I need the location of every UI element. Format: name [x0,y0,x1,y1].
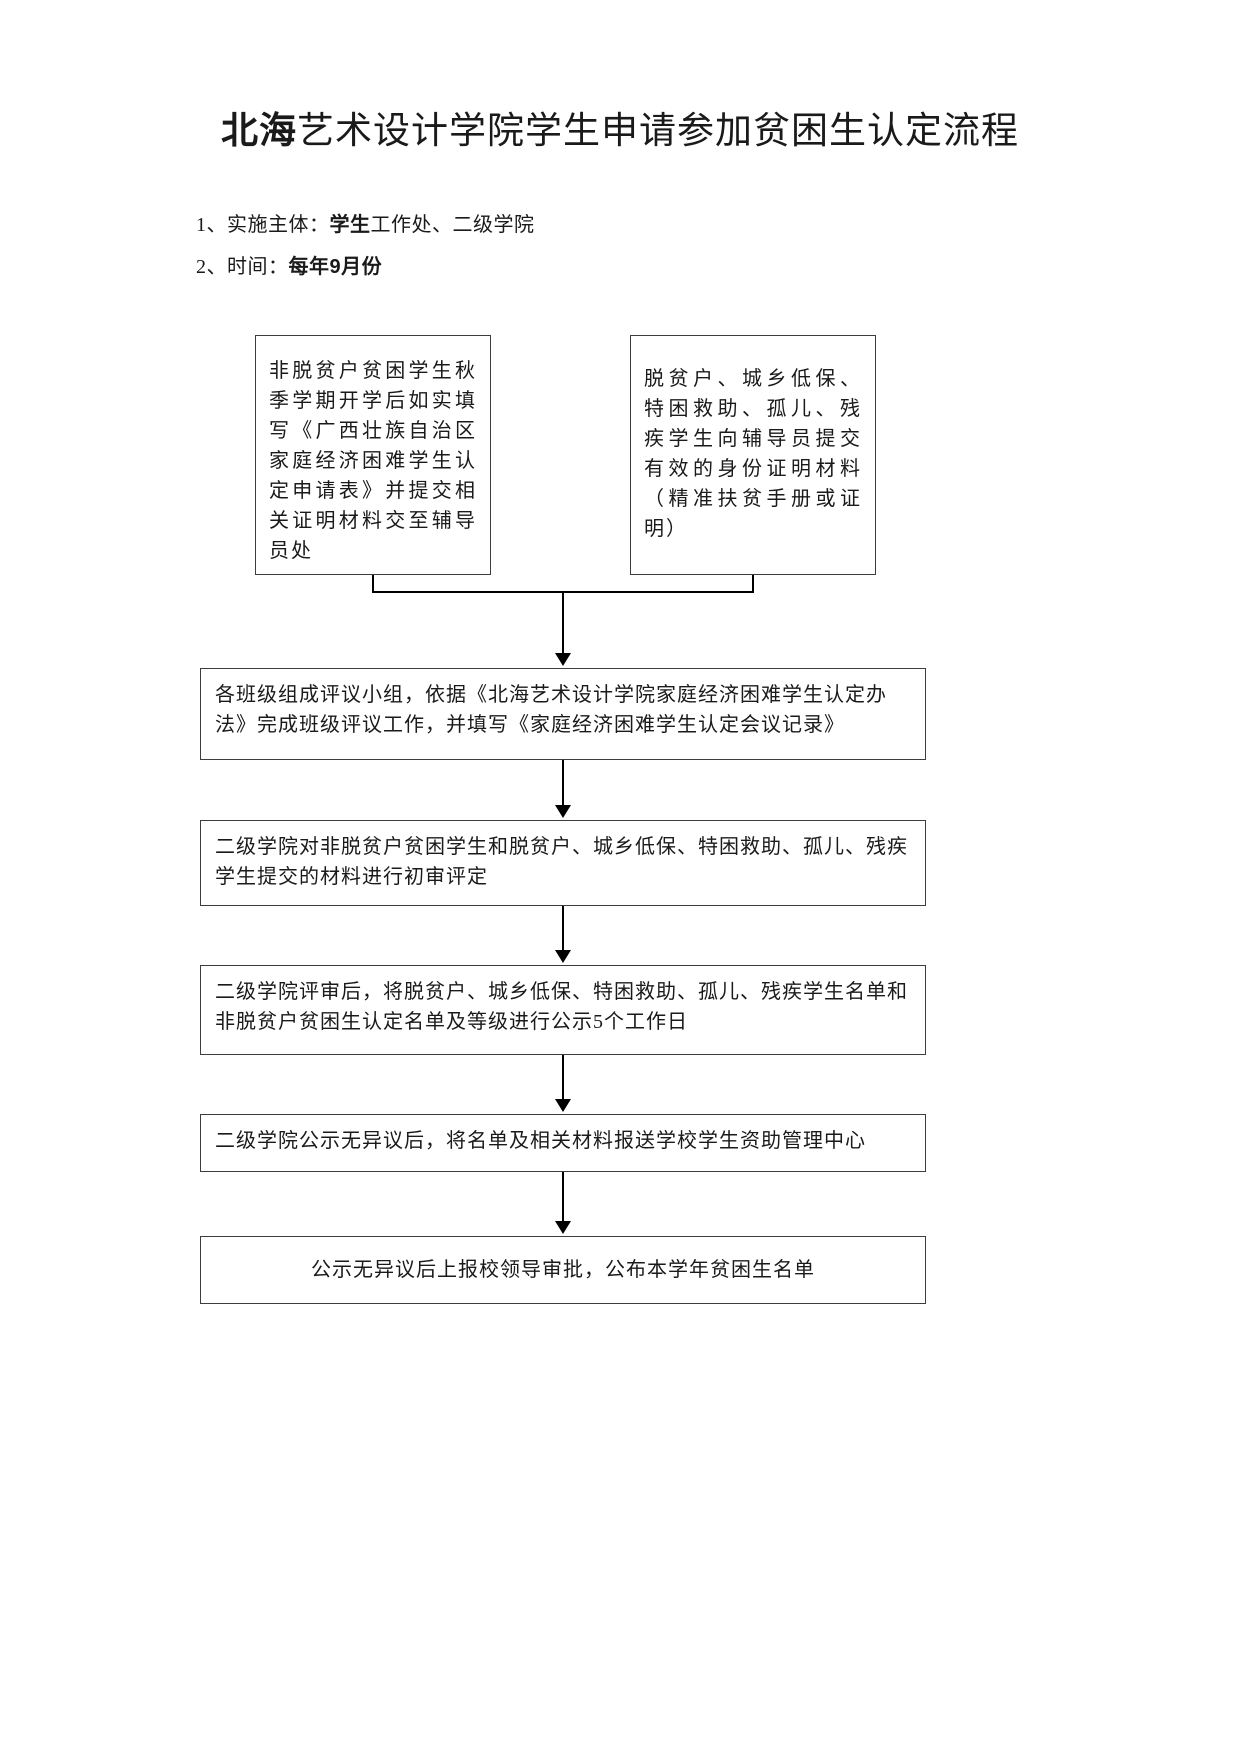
note-time: 2、时间：每年9月份 [196,250,382,279]
flow-step4-text: 二级学院公示无异议后，将名单及相关材料报送学校学生资助管理中心 [215,1130,866,1152]
note-subject: 1、实施主体：学生工作处、二级学院 [196,208,535,237]
arrow-into-step1 [555,653,571,666]
arrow-into-step2 [555,805,571,818]
note-time-bold: 每年9月份 [288,256,383,278]
arrow-into-step3 [555,950,571,963]
connector-step2-step3 [562,906,564,952]
flow-step5-text: 公示无异议后上报校领导审批，公布本学年贫困生名单 [311,1259,815,1281]
connector-stub-right [752,575,754,593]
flow-step3: 二级学院评审后，将脱贫户、城乡低保、特困救助、孤儿、残疾学生名单和非脱贫户贫困生… [200,965,926,1055]
note-time-prefix: 2、时间： [196,256,289,278]
flow-step3-text: 二级学院评审后，将脱贫户、城乡低保、特困救助、孤儿、残疾学生名单和非脱贫户贫困生… [215,981,908,1033]
connector-step4-step5 [562,1172,564,1222]
title-bold-segment: 北海 [221,110,297,151]
flow-step5: 公示无异议后上报校领导审批，公布本学年贫困生名单 [200,1236,926,1304]
page-title: 北海艺术设计学院学生申请参加贫困生认定流程 [0,100,1240,154]
connector-step1-step2 [562,760,564,806]
flow-box-right-text: 脱贫户、城乡低保、特困救助、孤儿、残疾学生向辅导员提交有效的身份证明材料（精准扶… [644,368,862,540]
title-rest-segment: 艺术设计学院学生申请参加贫困生认定流程 [297,110,1019,151]
note-subject-bold: 学生 [329,214,371,236]
note-subject-prefix: 1、实施主体： [196,214,330,236]
flow-box-right: 脱贫户、城乡低保、特困救助、孤儿、残疾学生向辅导员提交有效的身份证明材料（精准扶… [630,335,876,575]
flow-box-left: 非脱贫户贫困学生秋季学期开学后如实填写《广西壮族自治区家庭经济困难学生认定申请表… [255,335,491,575]
connector-merge-drop [562,591,564,653]
connector-step3-step4 [562,1055,564,1101]
arrow-into-step5 [555,1221,571,1234]
flow-step2: 二级学院对非脱贫户贫困学生和脱贫户、城乡低保、特困救助、孤儿、残疾学生提交的材料… [200,820,926,906]
connector-stub-left [372,575,374,593]
flow-step2-text: 二级学院对非脱贫户贫困学生和脱贫户、城乡低保、特困救助、孤儿、残疾学生提交的材料… [215,836,908,888]
note-subject-suffix: 工作处、二级学院 [370,214,535,236]
flow-step1-text: 各班级组成评议小组，依据《北海艺术设计学院家庭经济困难学生认定办法》完成班级评议… [215,684,887,736]
flow-step4: 二级学院公示无异议后，将名单及相关材料报送学校学生资助管理中心 [200,1114,926,1172]
flow-box-left-text: 非脱贫户贫困学生秋季学期开学后如实填写《广西壮族自治区家庭经济困难学生认定申请表… [269,360,477,562]
flow-step1: 各班级组成评议小组，依据《北海艺术设计学院家庭经济困难学生认定办法》完成班级评议… [200,668,926,760]
arrow-into-step4 [555,1099,571,1112]
